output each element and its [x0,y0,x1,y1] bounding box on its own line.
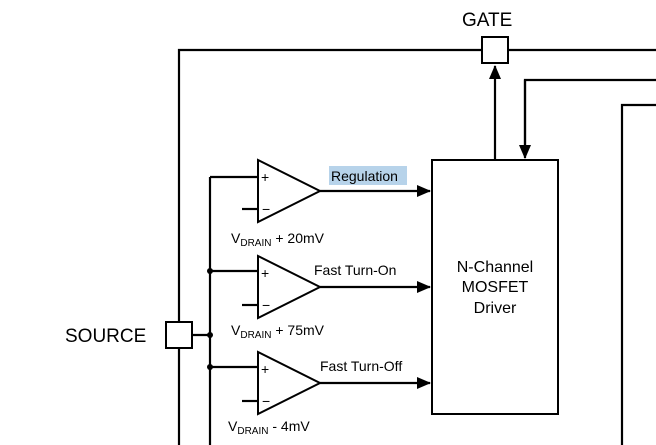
right-inner-line-1 [523,78,656,155]
fast-turn-on-output-label: Fast Turn-On [314,262,396,278]
gate-pin[interactable] [481,36,509,64]
threshold-3: VDRAIN - 4mV [228,418,310,437]
svg-text:+: + [261,265,269,281]
mosfet-driver-block [431,159,559,415]
svg-text:−: − [262,393,270,409]
fast-turn-off-output-label: Fast Turn-Off [320,358,402,374]
svg-text:−: − [262,297,270,313]
threshold-1: VDRAIN + 20mV [231,230,325,249]
comparator-fast-turn-on: + − Fast Turn-On VDRAIN + 75mV [231,254,431,341]
right-inner-line-2 [620,103,656,445]
svg-text:+: + [261,169,269,185]
junction-comp3 [207,364,213,370]
driver-label-line1: N-Channel [457,259,533,276]
svg-text:−: − [262,201,270,217]
regulation-highlight [329,166,407,185]
driver-label-line3: Driver [474,300,517,317]
svg-text:+: + [261,361,269,377]
junction-comp2 [207,268,213,274]
source-pin[interactable] [165,321,193,349]
comparator-regulation: + − Regulation VDRAIN + 20mV [231,158,431,249]
source-label: SOURCE [65,326,146,347]
comparator-fast-turn-off: + − Fast Turn-Off VDRAIN - 4mV [228,350,431,437]
regulation-output-label: Regulation [331,168,398,184]
threshold-2: VDRAIN + 75mV [231,322,325,341]
gate-label: GATE [462,10,512,31]
driver-label-line2: MOSFET [462,279,529,296]
